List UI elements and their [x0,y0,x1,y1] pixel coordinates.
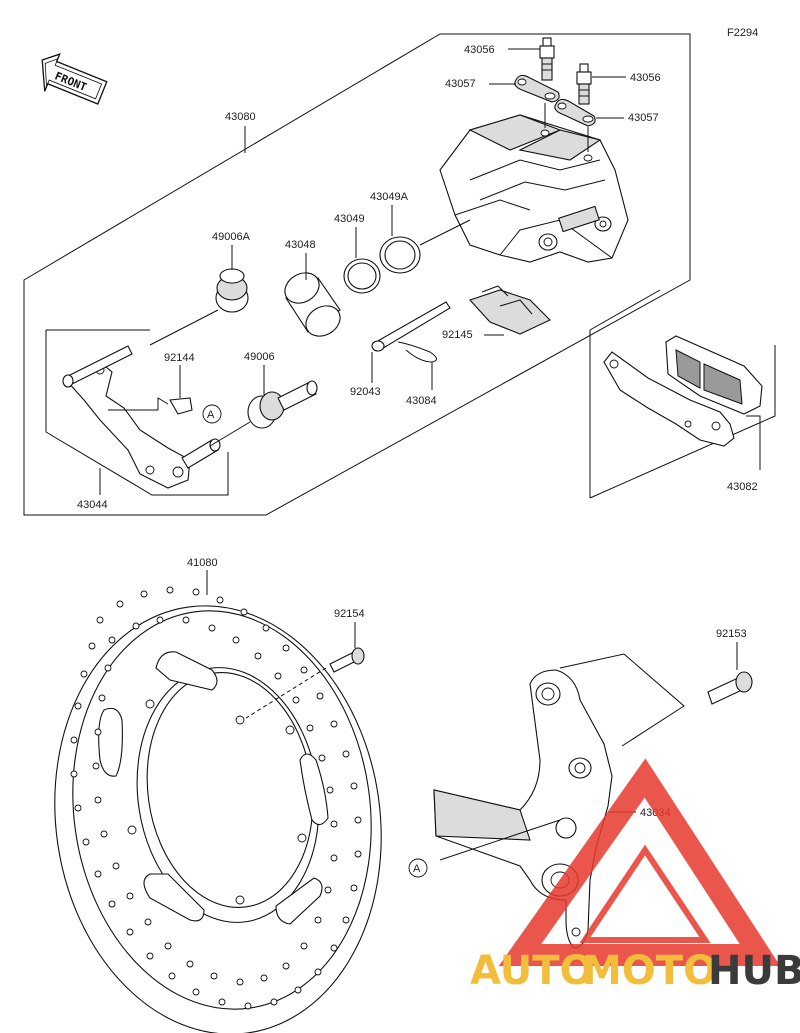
bleeder-cap-right [554,98,596,127]
bracket-bolt-92153 [707,671,753,705]
bleeder-valve-left [539,37,555,81]
label-43057-b: 43057 [628,112,659,124]
bleeder-valve-right [576,63,592,105]
label-92154: 92154 [334,608,365,620]
label-92043: 92043 [350,386,381,398]
automotohub-watermark-logo: AUTO MOTO HUB [470,758,800,994]
watermark-part3: HUB [708,948,800,994]
caliper-body [439,114,629,263]
pad-group-outline [589,289,776,499]
label-43049: 43049 [334,213,365,225]
pin-clip-43084 [397,341,437,390]
seal-43049a [379,236,421,274]
brake-pad-outer [603,351,735,447]
label-43056-a: 43056 [464,44,495,56]
disc-perforations [70,586,362,1010]
disc-bolt-guide [245,667,327,719]
label-49006: 49006 [244,351,275,363]
watermark-part1: AUTO [470,948,594,994]
brake-disc-41080 [54,586,382,1033]
label-43084: 43084 [406,395,437,407]
piston-43048 [284,272,341,337]
clip-92144 [169,397,193,415]
disc-bolt-92154 [329,647,365,673]
boot-49006a [215,268,249,313]
bracket-group-outline [45,329,229,496]
label-43044: 43044 [77,499,108,511]
label-43048: 43048 [285,239,316,251]
pad-leader [746,415,761,470]
label-92145: 92145 [442,329,473,341]
bleeder-leaders [544,103,589,152]
ref-marker-a-lower [408,858,428,878]
watermark-part2: MOTO [582,948,717,994]
pad-spring-92145 [469,285,551,335]
label-92144: 92144 [164,352,195,364]
ref-marker-a-upper [202,404,222,424]
front-arrow-icon: FRONT [41,53,108,105]
bracket-bolt-leader [559,653,685,747]
bleeder-cap-left [514,74,560,103]
label-43049a: 43049A [370,191,409,203]
label-43082: 43082 [727,481,758,493]
brake-pad-inner [665,335,763,415]
figure-code: F2294 [727,27,758,39]
label-41080: 41080 [187,557,218,569]
pad-pin-92043 [371,301,451,352]
label-43080: 43080 [225,111,256,123]
piston-axis-line [419,219,471,246]
ref-marker-a-lower-text: A [413,863,421,875]
caliper-assembly-outline [23,33,691,516]
label-92153: 92153 [716,628,747,640]
label-43056-b: 43056 [630,72,661,84]
ref-marker-a-upper-text: A [207,409,215,421]
seal-43049 [343,258,381,294]
caliper-bracket-43044 [62,345,221,489]
boot-49006 [247,380,318,429]
caliper-bracket-43034 [433,669,613,949]
label-43057-a: 43057 [445,78,476,90]
label-49006a: 49006A [212,231,251,243]
ref-line-a-lower [439,819,561,861]
